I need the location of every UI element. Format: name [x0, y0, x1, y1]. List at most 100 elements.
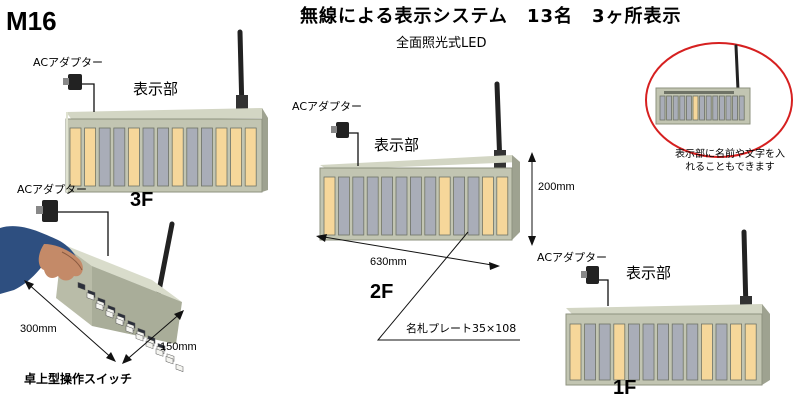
switch-key-grid: [77, 282, 184, 372]
inset-led-panel-9: [712, 95, 719, 121]
page-subtitle: 全面照光式LED: [396, 36, 487, 51]
inset-led-panel-13: [738, 95, 745, 121]
width-dimension-line: [317, 235, 499, 267]
led-panel-3f-13: [244, 127, 257, 187]
inset-led-panel-1: [659, 95, 666, 121]
led-panel-2f-1: [323, 176, 336, 236]
led-panel-1f-2: [584, 323, 596, 381]
switch-key: [77, 282, 86, 291]
display-unit-label-3f: 表示部: [133, 80, 179, 98]
led-panel-3f-8: [171, 127, 184, 187]
display-unit-label-2f: 表示部: [374, 136, 420, 154]
casing-side-1f: [762, 304, 770, 385]
switch-width-line: [25, 281, 115, 361]
inset-led-panel-3: [672, 95, 679, 121]
floor-label-1f: 1F: [613, 377, 637, 399]
casing-side-3f: [262, 108, 268, 192]
inset-led-panel-6: [692, 95, 699, 121]
led-panel-2f-5: [381, 176, 394, 236]
led-panel-3f-10: [200, 127, 213, 187]
led-panel-2f-12: [481, 176, 494, 236]
casing-top-3f: [66, 108, 268, 120]
dimension-lines-switch: [24, 280, 184, 364]
inset-led-panel-7: [699, 95, 705, 121]
switch-key: [135, 333, 144, 342]
led-panel-3f-6: [142, 127, 155, 187]
adapter-cable-2f: [349, 132, 359, 166]
led-panel-1f-9: [686, 323, 699, 381]
antenna-switch: [155, 221, 175, 299]
led-panel-3f-5: [127, 127, 140, 187]
led-panel-1f-10: [701, 323, 713, 381]
inset-led-panels: [659, 95, 745, 121]
led-panel-3f-3: [98, 127, 111, 187]
ac-adapter-switch: [36, 200, 109, 256]
switch-key: [115, 317, 124, 327]
inset-led-panel-12: [732, 95, 738, 121]
ac-adapter-label-2f: ACアダプター: [292, 100, 363, 113]
led-panel-2f-3: [352, 176, 365, 236]
ac-adapter-3f: [63, 74, 95, 112]
casing-top-2f: [320, 155, 520, 170]
switch-key: [125, 325, 134, 334]
sample-display-inset: [645, 42, 793, 158]
led-panels-1f: [569, 323, 757, 381]
display-unit-2f: [319, 81, 520, 241]
ac-adapter-2f: [331, 122, 359, 166]
ac-adapter-label-3f: ACアダプター: [33, 56, 104, 69]
dimension-lines-2f: [316, 152, 536, 341]
led-panel-1f-13: [744, 323, 757, 381]
led-panel-1f-4: [613, 323, 626, 381]
ac-adapter-label-1f: ACアダプター: [537, 251, 608, 264]
casing-top-1f: [566, 304, 770, 316]
adapter-cable-3f: [82, 83, 95, 112]
led-panel-1f-6: [642, 323, 655, 381]
operator-hand-image: [0, 226, 83, 294]
inset-led-panel-5: [686, 95, 692, 121]
led-panels-3f: [69, 127, 257, 187]
inset-led-panel-11: [725, 95, 732, 121]
casing-side-2f: [512, 155, 520, 240]
adapter-plug-2f: [336, 122, 349, 138]
inset-led-panel-4: [679, 95, 686, 121]
led-panel-2f-8: [424, 176, 437, 236]
display-unit-1f: [565, 229, 770, 386]
switch-key: [165, 356, 174, 365]
adapter-plug-1f: [586, 266, 599, 284]
led-panel-1f-5: [628, 323, 640, 381]
led-panel-3f-12: [230, 127, 243, 187]
inset-led-panel-8: [705, 95, 712, 121]
led-panel-2f-10: [453, 176, 466, 236]
led-panel-2f-13: [496, 176, 509, 236]
led-panel-3f-9: [186, 127, 199, 187]
led-panel-1f-11: [715, 323, 728, 381]
led-panel-2f-2: [337, 176, 350, 236]
led-panel-3f-2: [84, 127, 96, 187]
led-panel-2f-6: [395, 176, 408, 236]
led-panel-3f-4: [113, 127, 126, 187]
led-panel-3f-7: [157, 127, 170, 187]
led-panel-3f-1: [69, 127, 82, 187]
floor-label-3f: 3F: [130, 189, 154, 211]
width-dimension-label: 630mm: [370, 256, 407, 268]
led-panel-1f-3: [598, 323, 611, 381]
switch-key: [105, 310, 114, 319]
floor-label-2f: 2F: [370, 281, 394, 303]
led-panels-2f: [323, 176, 509, 236]
led-panel-2f-9: [438, 176, 451, 236]
led-panel-2f-11: [467, 176, 480, 236]
inset-led-panel-10: [719, 95, 725, 121]
switch-width-label: 300mm: [20, 323, 57, 335]
adapter-cable-1f: [599, 279, 609, 306]
switch-depth-line: [123, 311, 183, 363]
switch-top-panel: [62, 244, 182, 302]
switch-key: [155, 348, 164, 357]
height-dimension-label: 200mm: [538, 181, 575, 193]
adapter-plug-3f: [68, 74, 82, 90]
model-label: M16: [6, 6, 57, 36]
switch-key: [86, 292, 95, 301]
ac-adapter-label-switch: ACアダプター: [17, 183, 88, 196]
switch-front-face: [92, 266, 182, 344]
desk-switch-label: 卓上型操作スイッチ: [24, 372, 133, 386]
led-panel-2f-7: [409, 176, 422, 236]
